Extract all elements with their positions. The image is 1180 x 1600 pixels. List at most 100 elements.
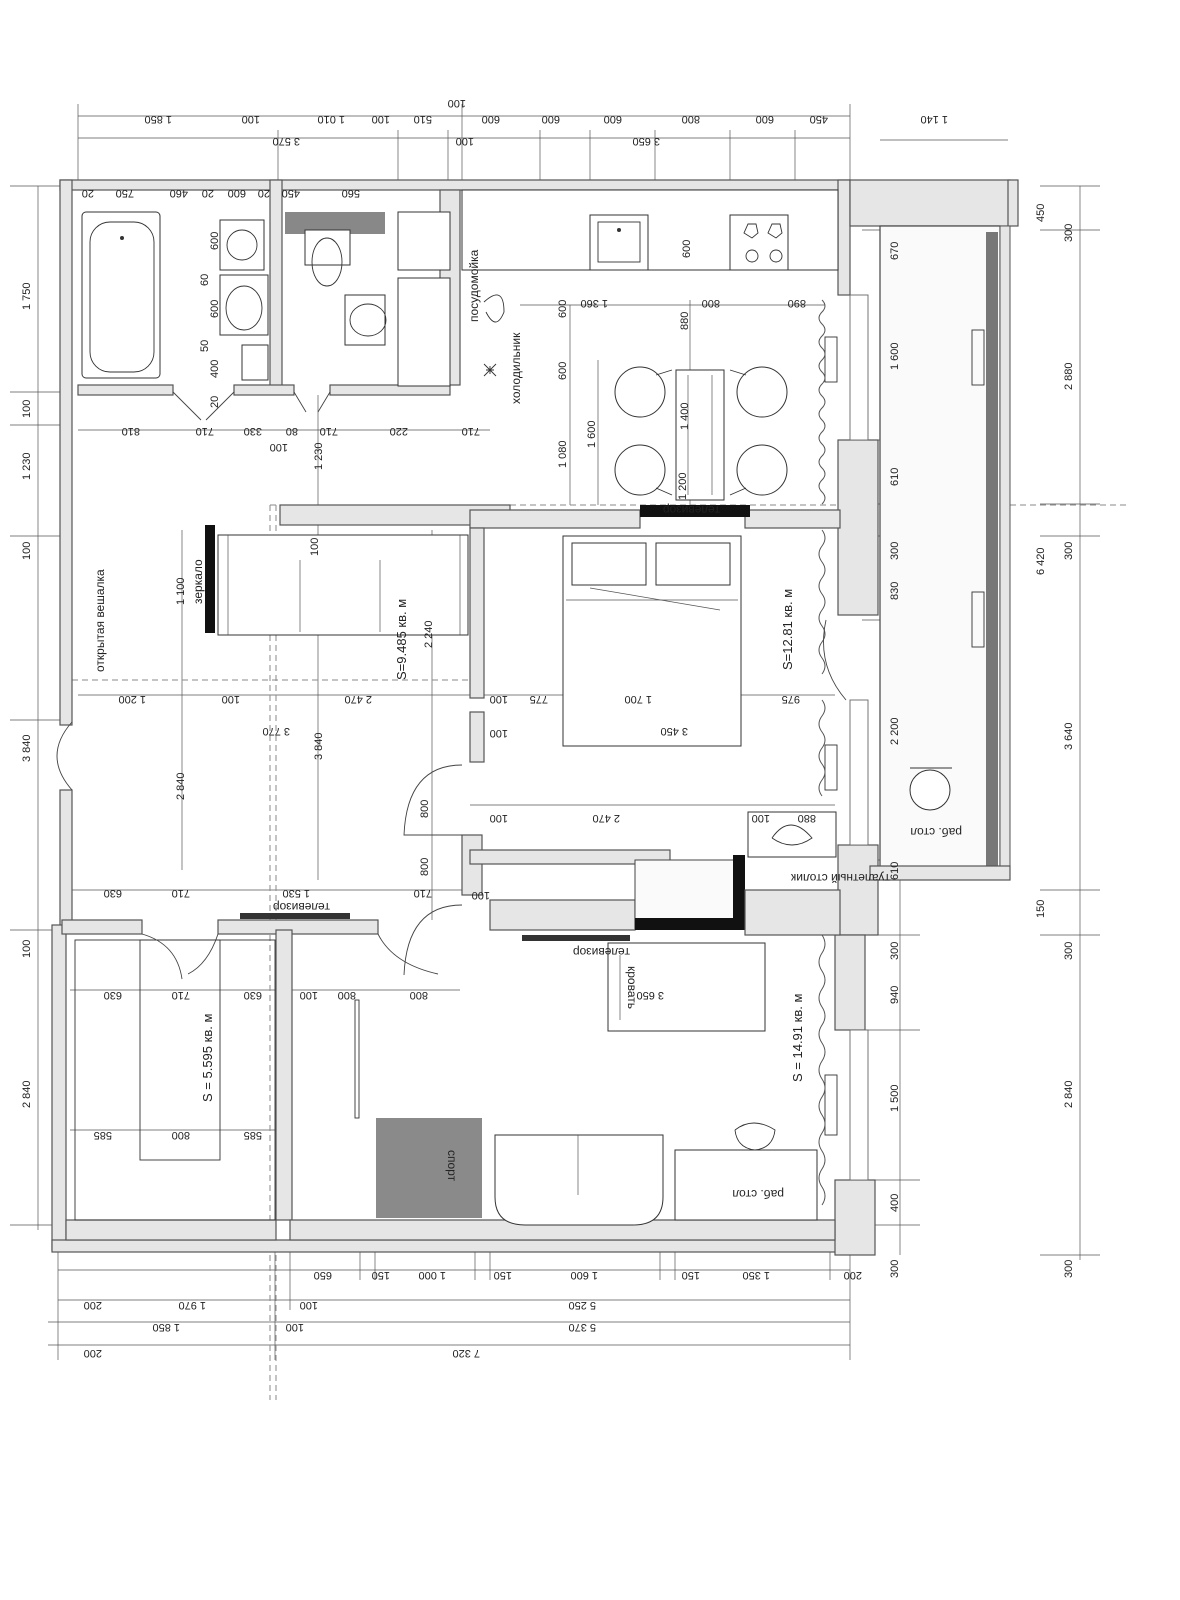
dim-1100: 1 100	[175, 577, 187, 605]
dim-100-b2: 100	[300, 1299, 318, 1311]
dim-1200-m: 1 200	[118, 693, 146, 705]
dim-630-m: 630	[104, 887, 122, 899]
dim-710-c: 710	[462, 425, 480, 437]
dim-600-bath: 600	[228, 187, 246, 199]
bath-vertical-text: 600 60 600 50 400 20	[199, 232, 221, 408]
dim-60: 60	[199, 274, 211, 286]
label-tv-kitchen: телевизор	[663, 503, 720, 517]
area-bedroom: S=12.81 кв. м	[780, 589, 795, 670]
dim-830: 830	[889, 582, 901, 600]
dim-150: 150	[1035, 900, 1047, 918]
dim-200-b1: 200	[844, 1269, 862, 1281]
door-row-text: 810 710 330 80 100 710 220 710	[122, 425, 480, 453]
furniture	[74, 299, 985, 1226]
dim-330: 330	[244, 425, 262, 437]
dim-20-a: 20	[82, 187, 94, 199]
radiator-icons	[824, 329, 985, 1136]
dim-650: 650	[314, 1269, 332, 1281]
label-desk-living: раб. стол	[732, 1187, 784, 1201]
dim-1750: 1 750	[21, 282, 33, 310]
dim-300-r2: 300	[889, 942, 901, 960]
dim-2200: 2 200	[889, 717, 901, 745]
dim-2880: 2 880	[1063, 362, 1075, 390]
dim-100-m2: 100	[222, 693, 240, 705]
dim-100-l3: 100	[21, 940, 33, 958]
dim-5250: 5 250	[568, 1299, 596, 1311]
label-dishwasher: посудомойка	[467, 249, 481, 322]
dim-150-c: 150	[682, 1269, 700, 1281]
dim-1700: 1 700	[624, 693, 652, 705]
dim-400-v: 400	[209, 360, 221, 378]
dim-800-l2: 800	[410, 989, 428, 1001]
dim-300-ro2: 300	[1063, 542, 1075, 560]
dim-1600-r: 1 600	[889, 342, 901, 370]
dim-1850-b: 1 850	[152, 1321, 180, 1333]
dim-100-door: 100	[270, 441, 288, 453]
dim-1000: 1 000	[418, 1269, 446, 1281]
dim-600-a: 600	[482, 113, 500, 125]
right-inner-text: 670 1 600 610 300 830 2 200 610 300 940 …	[889, 242, 901, 1278]
dim-800-l1: 800	[338, 989, 356, 1001]
label-coat-rack: открытая вешалка	[93, 569, 107, 672]
dim-100-m1: 100	[309, 538, 321, 556]
dim-1970: 1 970	[178, 1299, 206, 1311]
dim-600-k2: 600	[557, 362, 569, 380]
dim-975: 975	[782, 693, 800, 705]
dim-890: 890	[788, 297, 806, 309]
dim-100-d: 100	[448, 97, 466, 109]
bath-dimension-text: 750 20 460 20 600 20 450 560	[82, 187, 360, 199]
dim-710-b: 710	[320, 425, 338, 437]
dim-2840-r: 2 840	[1063, 1080, 1075, 1108]
label-sport: спорт	[445, 1150, 459, 1182]
dim-6420: 6 420	[1035, 547, 1047, 575]
dim-800-m2: 800	[419, 858, 431, 876]
kitchen-dimension-text: 600 1 360 800 890 600 880 600 1 600 1 40…	[557, 240, 806, 500]
dim-1230-m: 1 230	[313, 442, 325, 470]
label-desk-balcony: раб. стол	[910, 825, 962, 839]
dim-100-m4: 100	[490, 727, 508, 739]
dim-200-b4: 200	[84, 1347, 102, 1359]
dim-1230-l: 1 230	[21, 452, 33, 480]
dim-1600-b: 1 600	[570, 1269, 598, 1281]
dim-600-k1: 600	[557, 300, 569, 318]
dim-630-l2: 630	[244, 989, 262, 1001]
dim-100-b3: 100	[286, 1321, 304, 1333]
dim-2470-a: 2 470	[344, 693, 372, 705]
dim-1350: 1 350	[742, 1269, 770, 1281]
label-bed: кровать	[625, 966, 639, 1009]
dim-1140: 1 140	[920, 113, 948, 125]
dim-300-r3: 300	[889, 1260, 901, 1278]
dim-600-b: 600	[542, 113, 560, 125]
dim-450-bath: 450	[282, 187, 300, 199]
dim-100-b: 100	[242, 113, 260, 125]
dim-600-v2: 600	[209, 300, 221, 318]
dim-710-a: 710	[196, 425, 214, 437]
dim-710-m2: 710	[414, 887, 432, 899]
dim-200-b2: 200	[84, 1299, 102, 1311]
dim-450-ro: 450	[1035, 204, 1047, 222]
dim-400-r: 400	[889, 1194, 901, 1212]
dim-1530: 1 530	[282, 887, 310, 899]
dim-1850-top: 1 850	[144, 113, 172, 125]
dim-2240: 2 240	[423, 620, 435, 648]
dim-560: 560	[342, 187, 360, 199]
dim-50: 50	[199, 340, 211, 352]
dim-3450: 3 450	[660, 725, 688, 737]
dim-940: 940	[889, 986, 901, 1004]
dim-810: 810	[122, 425, 140, 437]
dim-100-l: 100	[300, 989, 318, 1001]
area-storage: S = 5.595 кв. м	[200, 1014, 215, 1102]
dim-3770: 3 770	[262, 725, 290, 737]
dim-1080: 1 080	[557, 440, 569, 468]
dim-100-m3: 100	[490, 693, 508, 705]
dim-3650-l: 3 650	[636, 989, 664, 1001]
dim-2840-l: 2 840	[21, 1080, 33, 1108]
dim-2840-m: 2 840	[175, 772, 187, 800]
dim-3570: 3 570	[272, 135, 300, 147]
dim-800-top: 800	[682, 113, 700, 125]
dim-800-k: 800	[702, 297, 720, 309]
dim-300-ro3: 300	[1063, 942, 1075, 960]
right-outer-text: 450 300 2 880 300 6 420 3 640 150 300 2 …	[1035, 204, 1075, 1278]
dim-1600-k: 1 600	[586, 420, 598, 448]
dim-300-r1: 300	[889, 542, 901, 560]
